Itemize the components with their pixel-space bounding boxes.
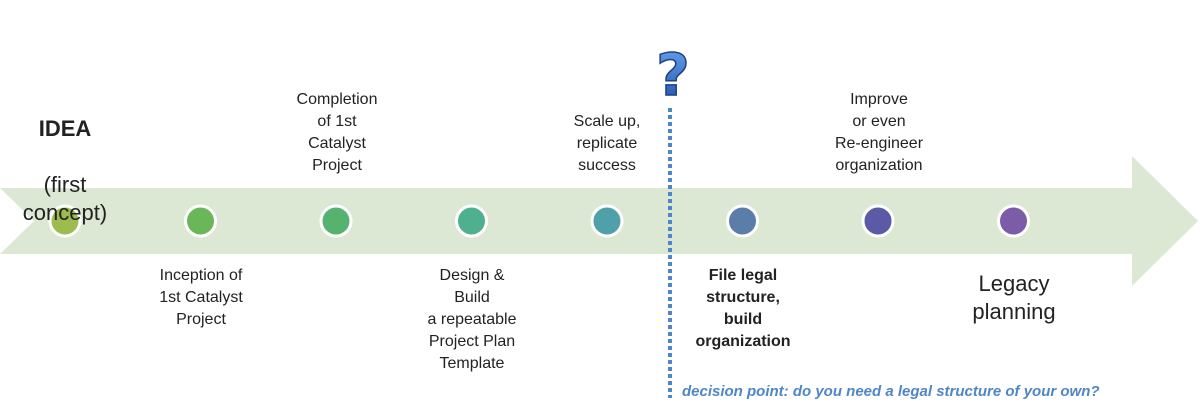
milestone-dot-2	[319, 204, 353, 238]
milestone-dot-3	[455, 204, 488, 238]
decision-caption: decision point: do you need a legal stru…	[682, 383, 1100, 400]
milestone-label-6-above: Improve or even Re-engineer organization	[834, 91, 924, 174]
milestone-dot-6	[861, 204, 895, 238]
milestone-label-5-below: File legal structure, build organization	[695, 267, 791, 350]
idea-label: IDEA (first concept)	[5, 87, 125, 255]
milestone-label-3-below: Design & Build a repeatable Project Plan…	[427, 267, 517, 372]
milestone-label-7-below: Legacy planning	[972, 271, 1056, 324]
milestone-dot-7	[997, 204, 1030, 238]
milestone-dot-4	[590, 204, 624, 238]
svg-text:?: ?	[656, 41, 690, 109]
milestone-label-2-above: Completion of 1st Catalyst Project	[296, 91, 378, 174]
milestone-dot-5	[726, 204, 759, 238]
milestone-label-1-below: Inception of 1st Catalyst Project	[159, 267, 243, 328]
milestone-dots	[48, 204, 1030, 238]
milestone-label-4-above: Scale up, replicate success	[573, 113, 641, 174]
idea-subtitle: (first concept)	[22, 172, 108, 225]
question-mark-icon: ?	[655, 40, 690, 110]
idea-title: IDEA	[38, 116, 92, 141]
milestone-dot-0	[48, 204, 82, 238]
milestone-dot-1	[184, 204, 217, 238]
